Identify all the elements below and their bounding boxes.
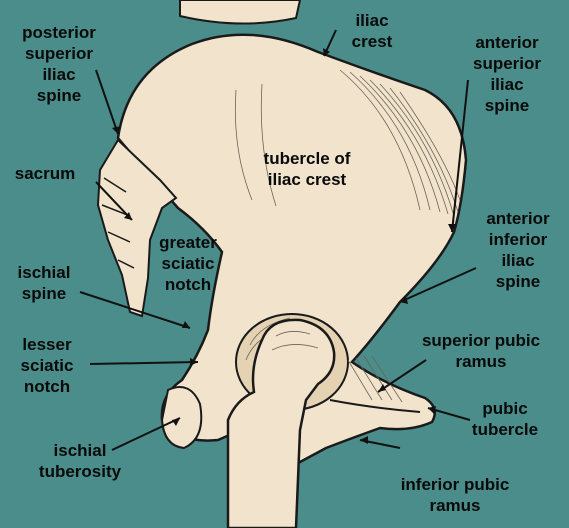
hip-bone-outline: [116, 33, 468, 464]
label-sacrum: sacrum: [14, 164, 76, 183]
label-ischial-tuberosity: ischial tuberosity: [38, 441, 122, 481]
label-posterior-superior-iliac-spine: posterior superior iliac spine: [22, 23, 96, 105]
label-superior-pubic-ramus: superior pubic ramus: [421, 331, 541, 371]
vertebra-stub: [179, 0, 302, 25]
label-greater-sciatic-notch: greater sciatic notch: [159, 233, 217, 294]
label-anterior-inferior-iliac-spine: anterior inferior iliac spine: [486, 209, 550, 291]
label-iliac-crest: iliac crest: [351, 11, 393, 51]
sacrum-shape: [96, 138, 178, 318]
pointer-lines: [79, 29, 477, 451]
iliac-shading: [234, 69, 461, 217]
ischial-tuberosity-shape: [160, 386, 203, 450]
label-ischial-spine: ischial spine: [17, 263, 71, 303]
obturator-shading: [347, 355, 403, 403]
label-tubercle-of-iliac-crest: tubercle of iliac crest: [263, 149, 351, 189]
label-anterior-superior-iliac-spine: anterior superior iliac spine: [472, 33, 542, 115]
femur: [226, 318, 336, 528]
label-pubic-tubercle: pubic tubercle: [471, 399, 539, 439]
label-lesser-sciatic-notch: lesser sciatic notch: [20, 335, 74, 396]
label-inferior-pubic-ramus: inferior pubic ramus: [400, 475, 510, 515]
